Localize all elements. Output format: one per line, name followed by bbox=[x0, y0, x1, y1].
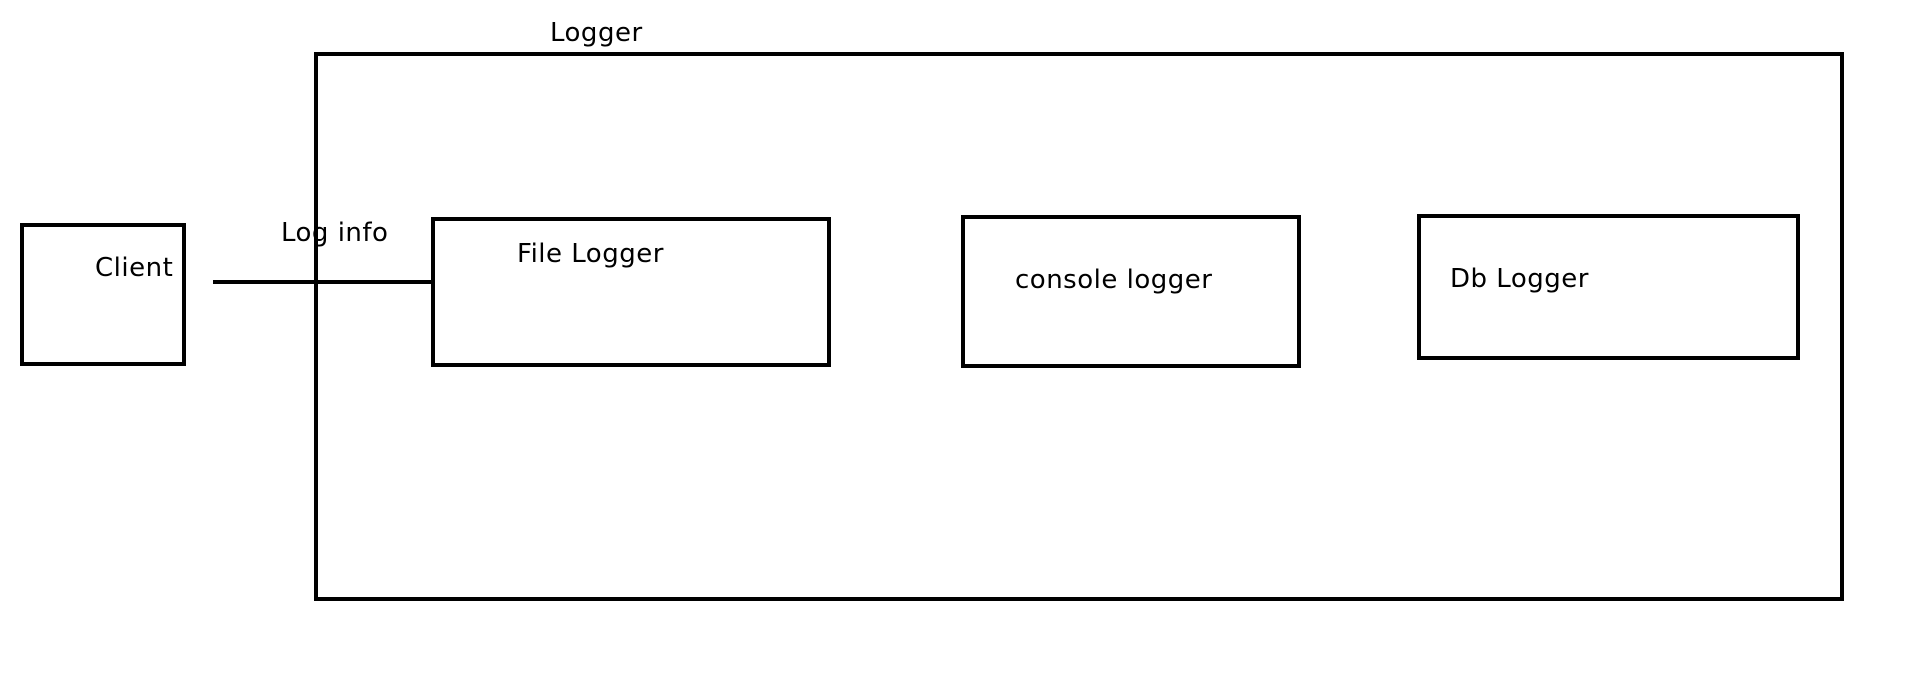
client-label: Client bbox=[95, 253, 174, 283]
file-logger-label: File Logger bbox=[517, 239, 664, 269]
logger-container bbox=[314, 52, 1844, 601]
client-box bbox=[20, 223, 186, 366]
db-logger-label: Db Logger bbox=[1450, 264, 1589, 294]
db-logger-box bbox=[1417, 214, 1800, 360]
console-logger-label: console logger bbox=[1015, 265, 1213, 295]
logger-container-title: Logger bbox=[550, 18, 643, 48]
console-logger-box bbox=[961, 215, 1301, 368]
file-logger-box bbox=[431, 217, 831, 367]
client-to-file-logger-connector bbox=[213, 280, 434, 284]
connector-label: Log info bbox=[281, 218, 389, 248]
